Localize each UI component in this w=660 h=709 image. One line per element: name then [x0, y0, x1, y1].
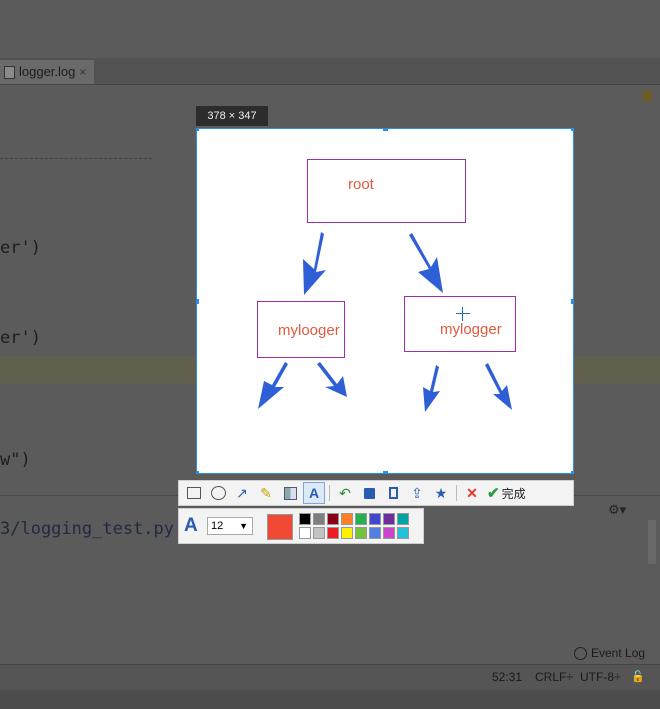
save-icon[interactable] [358, 482, 380, 504]
resize-handle-tr[interactable] [571, 129, 573, 131]
resize-handle-tl[interactable] [197, 129, 199, 131]
resize-handle-bl[interactable] [197, 471, 199, 473]
resize-handle-mr[interactable] [571, 299, 573, 304]
toolbar-divider [456, 485, 457, 501]
cursor-position[interactable]: 52:31 [492, 670, 523, 684]
color-swatch[interactable] [313, 527, 325, 539]
color-swatch[interactable] [299, 513, 311, 525]
color-swatch[interactable] [341, 513, 353, 525]
cancel-icon[interactable]: ✕ [466, 484, 478, 501]
arrows-layer [258, 232, 512, 412]
ellipse-tool-icon[interactable] [207, 482, 229, 504]
arrow-left-1 [258, 362, 288, 409]
color-swatch[interactable] [327, 527, 339, 539]
font-size-value: 12 [211, 520, 224, 532]
capture-toolbar: ↗ ✎ A ↶ ⇪ ★ ✕ ✔ 完成 [178, 480, 574, 506]
done-label: 完成 [501, 486, 526, 501]
color-swatch[interactable] [397, 527, 409, 539]
line-ending[interactable]: CRLF÷ [535, 670, 573, 684]
lock-icon[interactable]: 🔓 [631, 671, 645, 683]
current-color[interactable] [267, 514, 293, 540]
code-line-3: w") [0, 450, 31, 470]
scroll-marker [643, 90, 652, 102]
pen-tool-icon[interactable]: ✎ [260, 484, 272, 501]
color-swatch[interactable] [397, 513, 409, 525]
file-icon [4, 65, 15, 79]
mosaic-tool-icon[interactable] [279, 482, 301, 504]
done-button[interactable]: ✔ 完成 [487, 484, 526, 502]
arrow-tool-icon[interactable]: ↗ [236, 484, 248, 501]
capture-region[interactable]: root mylooger mylogger [196, 128, 574, 474]
crosshair-cursor-icon [456, 307, 470, 321]
tab-label: logger.log [19, 64, 76, 79]
arrow-left-2 [317, 362, 347, 397]
check-icon: ✔ [487, 485, 500, 502]
node-right: mylogger [404, 296, 516, 352]
event-log-button[interactable]: Event Log [574, 646, 645, 660]
arrow-root-left [303, 232, 326, 295]
resize-handle-tm[interactable] [383, 129, 388, 131]
undo-icon[interactable]: ↶ [339, 484, 351, 501]
arrow-right-1 [423, 365, 440, 412]
settings-gear-icon[interactable]: ⚙▾ [608, 502, 627, 517]
pin-icon[interactable] [382, 482, 404, 504]
color-swatch[interactable] [355, 527, 367, 539]
node-left-label: mylooger [278, 322, 340, 339]
toolbar-divider [329, 485, 330, 501]
run-path: 3/logging_test.py [0, 519, 174, 539]
font-size-select[interactable]: 12 ▼ [207, 517, 253, 535]
tab-close-icon[interactable]: × [79, 65, 87, 79]
node-root: root [307, 159, 466, 223]
color-swatch[interactable] [369, 513, 381, 525]
tab-logger-log[interactable]: logger.log × [0, 60, 95, 84]
editor-tab-bar [0, 58, 660, 85]
arrow-right-2 [485, 363, 512, 410]
event-log-icon [574, 646, 587, 660]
color-swatch[interactable] [299, 527, 311, 539]
arrow-root-right [409, 233, 443, 293]
text-tool-icon[interactable]: A [303, 482, 325, 504]
resize-handle-bm[interactable] [383, 471, 388, 473]
rectangle-tool-icon[interactable] [183, 482, 205, 504]
node-right-label: mylogger [440, 321, 502, 338]
node-left: mylooger [257, 301, 345, 358]
color-palette [299, 513, 419, 541]
chevron-down-icon: ▼ [239, 521, 248, 531]
resize-handle-ml[interactable] [197, 299, 199, 304]
font-icon: A [184, 515, 198, 536]
code-line-1: er') [0, 238, 41, 258]
resize-handle-br[interactable] [571, 471, 573, 473]
code-line-2: er') [0, 328, 41, 348]
color-swatch[interactable] [383, 513, 395, 525]
text-options-bar: A 12 ▼ [178, 508, 424, 544]
selection-size-badge: 378 × 347 [196, 106, 268, 126]
status-bar [0, 664, 660, 691]
color-swatch[interactable] [369, 527, 381, 539]
node-root-label: root [348, 176, 374, 193]
color-swatch[interactable] [341, 527, 353, 539]
event-log-label: Event Log [591, 646, 646, 660]
taskbar [0, 690, 660, 709]
color-swatch[interactable] [355, 513, 367, 525]
color-swatch[interactable] [313, 513, 325, 525]
bookmark-icon[interactable]: ★ [434, 484, 448, 501]
color-swatch[interactable] [383, 527, 395, 539]
color-swatch[interactable] [327, 513, 339, 525]
dashed-separator [0, 158, 152, 159]
share-icon[interactable]: ⇪ [411, 484, 423, 501]
file-encoding[interactable]: UTF-8÷ [580, 670, 621, 684]
panel-scrollbar[interactable] [648, 520, 656, 564]
